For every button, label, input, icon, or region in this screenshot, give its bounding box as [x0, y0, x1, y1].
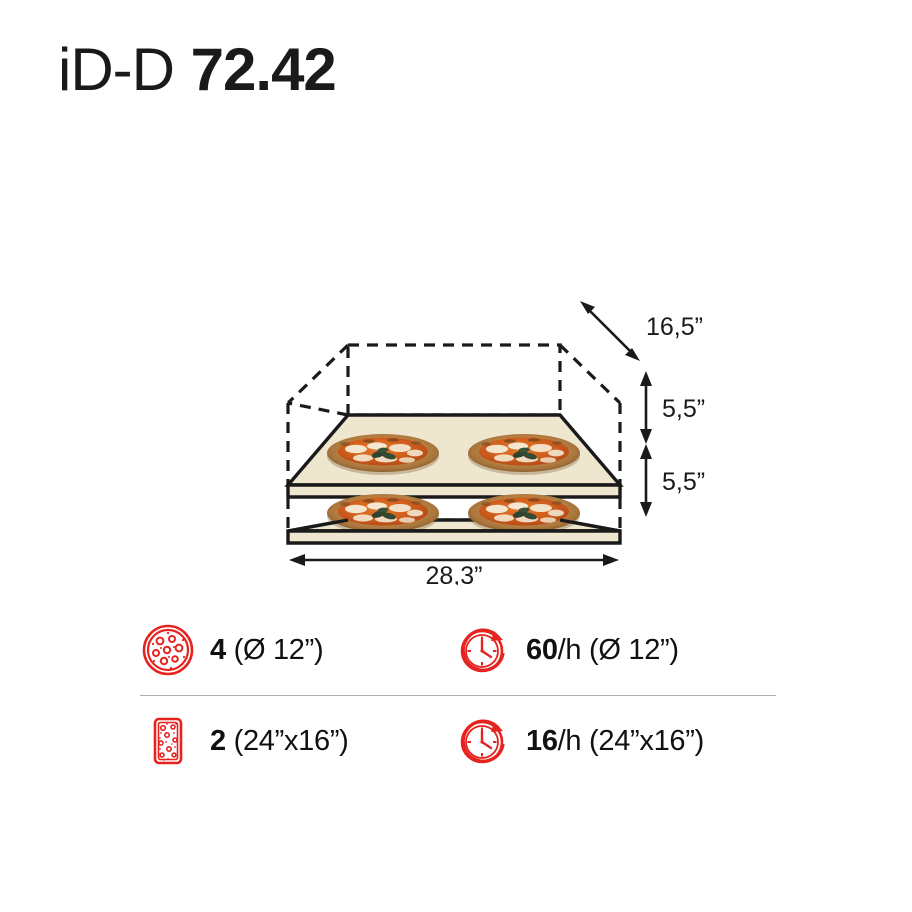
dimension-height-upper: 5,5” [640, 371, 705, 444]
spec-tray-pizza-detail: (24”x16”) [225, 724, 349, 757]
spec-round-pizza-hourly-qty: 60 [526, 633, 558, 666]
dimension-width: 28,3” [289, 554, 619, 585]
pizza-upper-left [327, 434, 439, 475]
spec-tray-pizza-hourly-qty: 16 [526, 724, 558, 757]
dimension-depth-label: 16,5” [646, 313, 703, 341]
oven-deck-lower [286, 494, 622, 545]
spec-round-pizza-detail: (Ø 12”) [225, 633, 324, 666]
oven-deck-upper [284, 413, 624, 499]
clock-rate-icon [456, 713, 512, 769]
spec-tray-pizza-hourly-label: 16/h (24”x16”) [526, 725, 704, 758]
spec-tray-pizza-capacity: 2 (24”x16”) [140, 713, 456, 769]
table-row: 4 (Ø 12”) 60/h (Ø 12”) [140, 605, 776, 695]
spec-tray-pizza-hourly: 16/h (24”x16”) [456, 713, 776, 769]
pizza-upper-right [468, 434, 580, 475]
spec-round-pizza-qty: 4 [210, 633, 226, 666]
clock-rate-icon [456, 622, 512, 678]
spec-tray-pizza-label: 2 (24”x16”) [210, 725, 349, 758]
product-number: 72.42 [190, 36, 337, 103]
spec-tray-pizza-hourly-detail: /h (24”x16”) [557, 724, 705, 757]
spec-round-pizza-capacity: 4 (Ø 12”) [140, 622, 456, 678]
pizza-lower-right [468, 494, 580, 535]
rectangular-tray-pizza-icon [140, 713, 196, 769]
oven-dimension-diagram: 16,5” 5,5” 5,5” 28,3” [270, 285, 720, 585]
spec-round-pizza-hourly-detail: /h (Ø 12”) [557, 633, 679, 666]
dimension-height-lower-label: 5,5” [662, 468, 705, 496]
dimension-width-label: 28,3” [426, 562, 483, 585]
spec-tray-pizza-qty: 2 [210, 724, 226, 757]
pizza-lower-left [327, 494, 439, 535]
spec-round-pizza-hourly: 60/h (Ø 12”) [456, 622, 776, 678]
dimension-height-upper-label: 5,5” [662, 395, 705, 423]
round-pizza-icon [140, 622, 196, 678]
dimension-height-lower: 5,5” [640, 444, 705, 517]
table-row: 2 (24”x16”) 16/h (24”x16”) [140, 695, 776, 786]
page-title: iD-D 72.42 [58, 40, 337, 100]
spec-round-pizza-hourly-label: 60/h (Ø 12”) [526, 634, 679, 667]
dimension-depth: 16,5” [580, 301, 703, 361]
product-model: iD-D [58, 36, 175, 103]
spec-round-pizza-label: 4 (Ø 12”) [210, 633, 324, 667]
capacity-spec-table: 4 (Ø 12”) 60/h (Ø 12”) [140, 605, 776, 786]
